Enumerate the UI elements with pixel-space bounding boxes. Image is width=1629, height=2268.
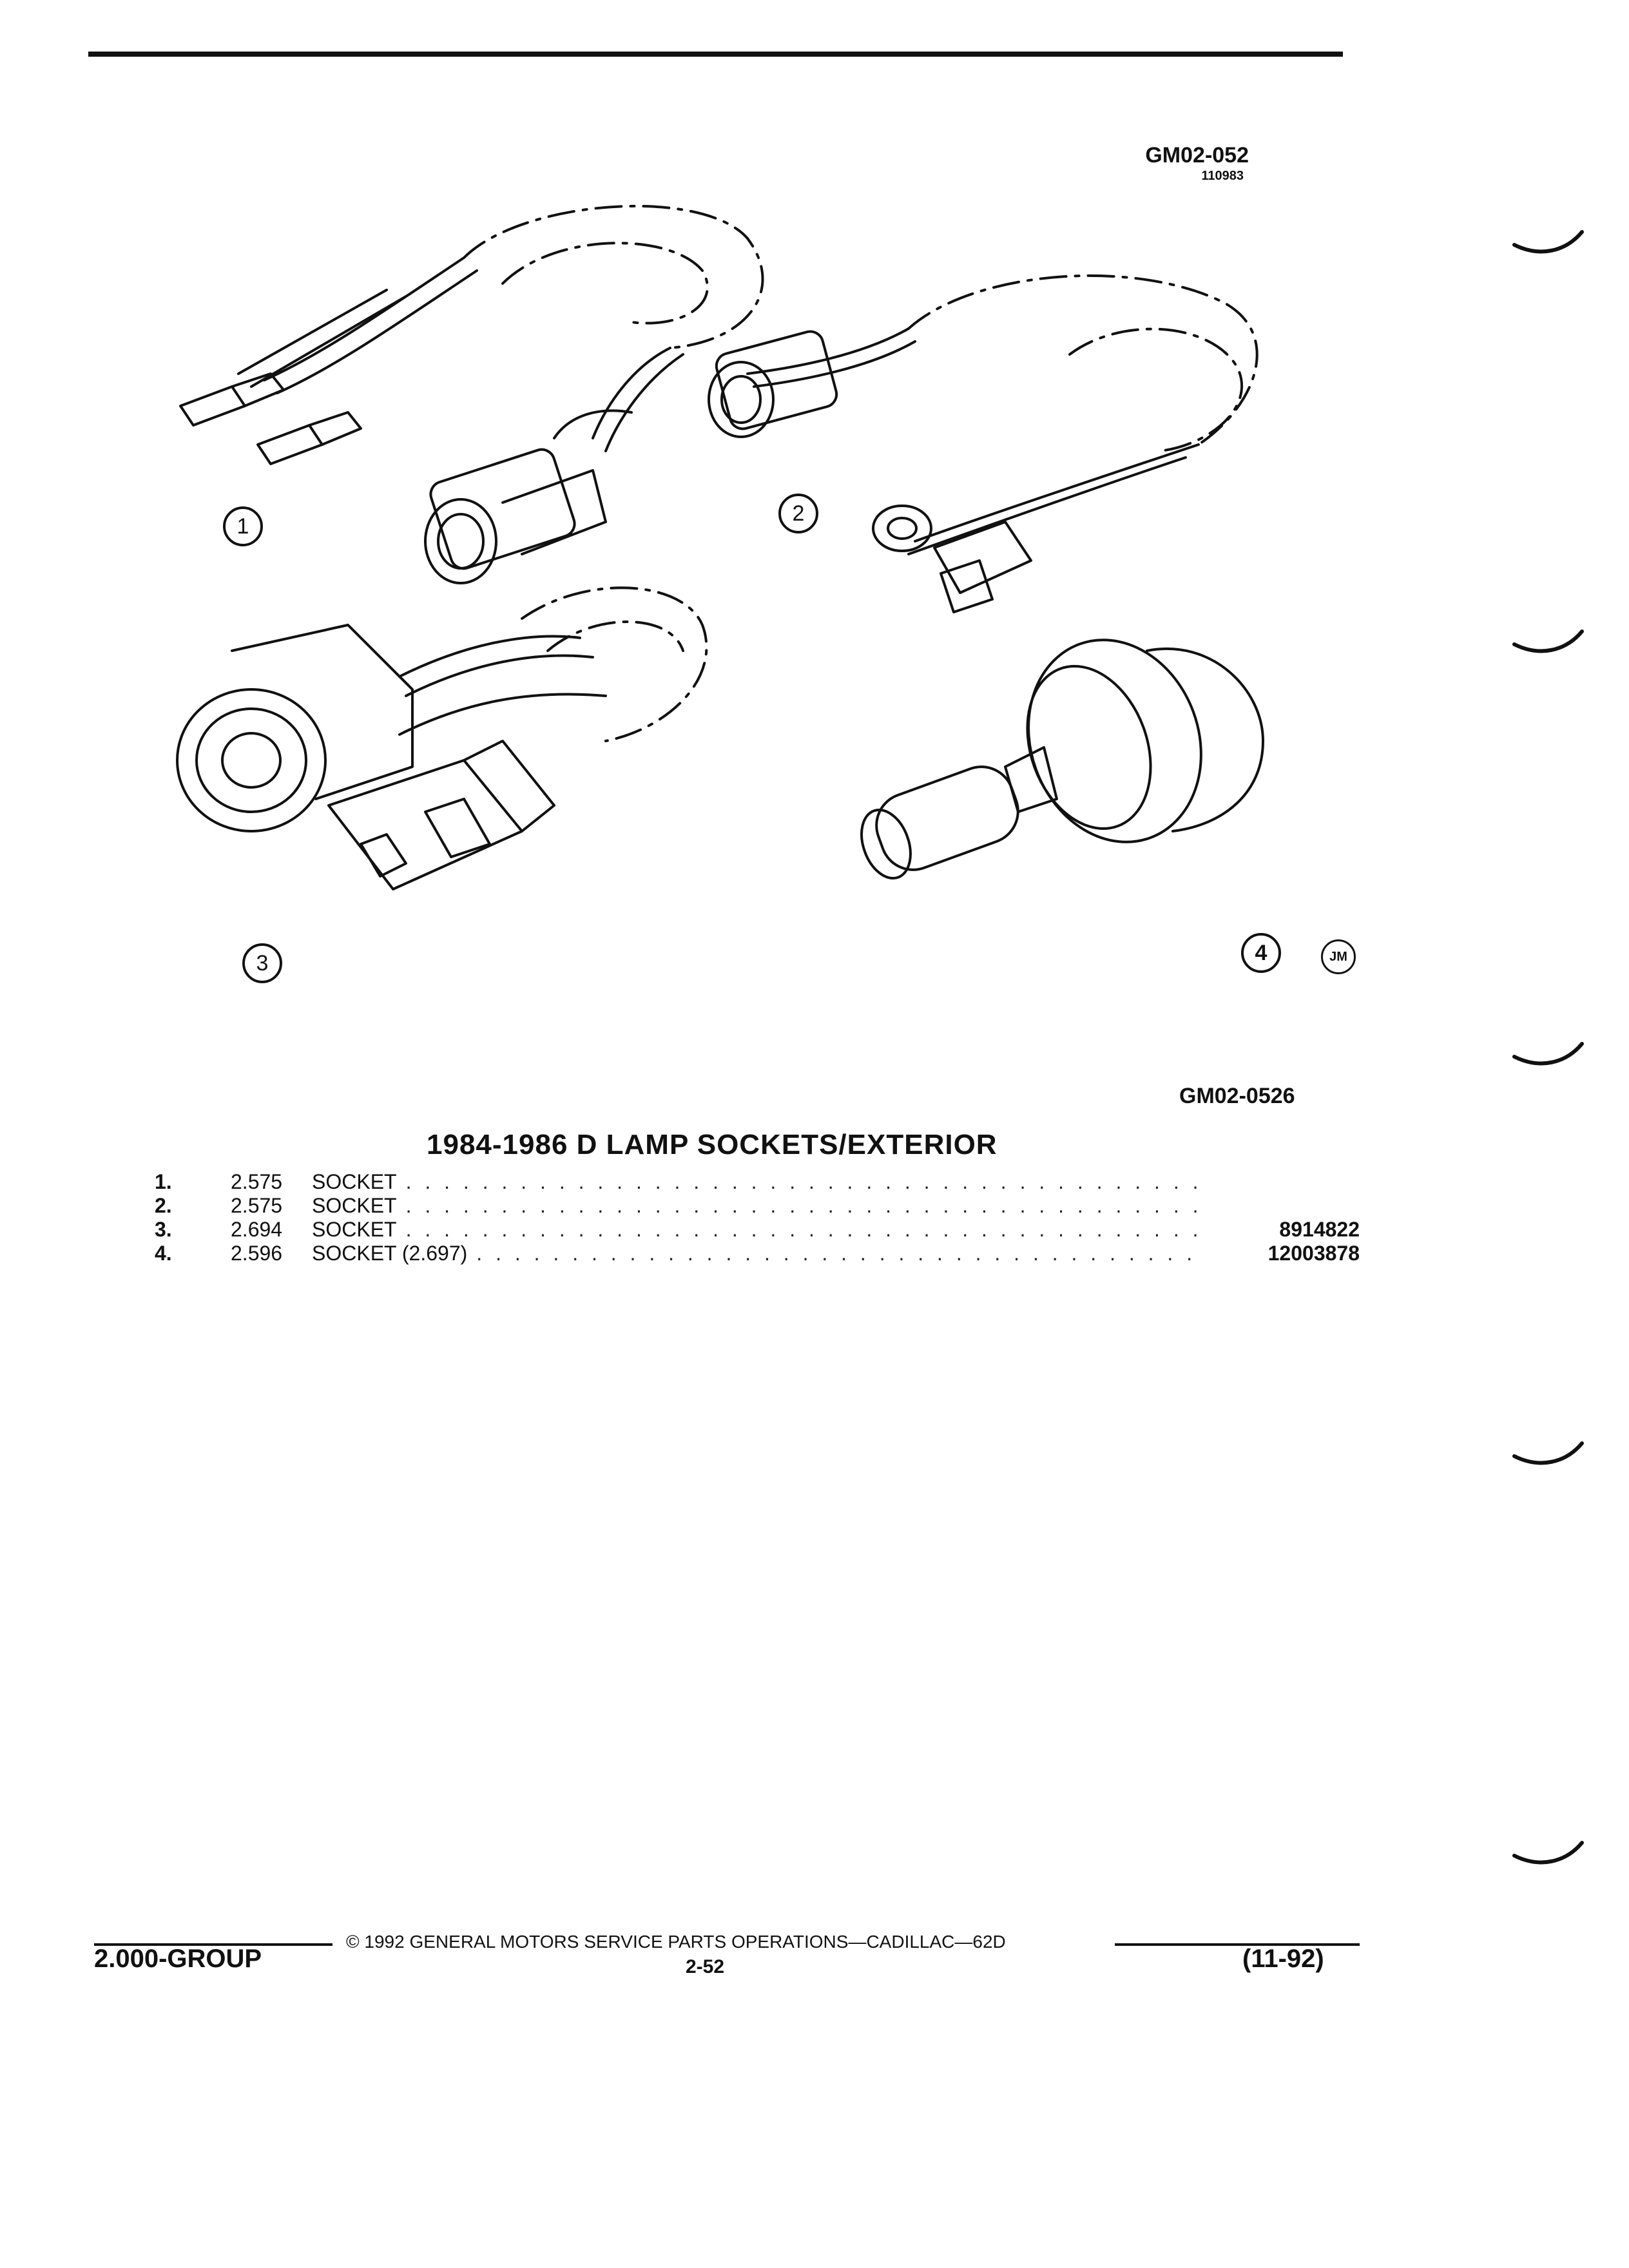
callout-1: 1 [223,506,263,546]
socket-2-drawing [708,274,1258,613]
socket-1-drawing [179,204,764,584]
part-ref: 2.575 [231,1194,283,1217]
leader-dots: . . . . . . . . . . . . . . . . . . . . … [405,1194,1205,1217]
page-number: 2-52 [686,1956,725,1977]
leader-dots: . . . . . . . . . . . . . . . . . . . . … [476,1242,1205,1265]
leader-dots: . . . . . . . . . . . . . . . . . . . . … [405,1218,1205,1241]
footer-rule-left [94,1943,333,1946]
part-desc: SOCKET (2.697) [312,1242,468,1265]
part-ref: 2.596 [231,1242,283,1265]
part-number: 8914822 [1279,1218,1360,1241]
reference-code: GM02-052 [1145,143,1249,168]
part-index: 4. [155,1242,172,1265]
callout-4: 4 [1241,933,1281,973]
footer-rule-right [1115,1943,1360,1946]
part-desc: SOCKET [312,1170,397,1193]
part-index: 3. [155,1218,172,1241]
part-desc: SOCKET [312,1218,397,1241]
copyright-notice: © 1992 GENERAL MOTORS SERVICE PARTS OPER… [346,1932,1006,1952]
figure-code: GM02-0526 [1179,1084,1295,1108]
part-number: 12003878 [1268,1242,1360,1265]
page-title: 1984-1986 D LAMP SOCKETS/EXTERIOR [427,1129,998,1160]
socket-4-drawing [860,639,1264,880]
table-row: 1. 2.575 SOCKET . . . . . . . . . . . . … [155,1170,1360,1194]
group-label: 2.000-GROUP [94,1945,262,1973]
binder-marks [1512,230,1584,1865]
part-ref: 2.694 [231,1218,283,1241]
part-ref: 2.575 [231,1170,283,1193]
reference-subcode: 110983 [1201,169,1244,183]
table-row: 4. 2.596 SOCKET (2.697) . . . . . . . . … [155,1242,1360,1265]
top-rule [88,52,1343,57]
socket-3-drawing [176,586,708,890]
part-index: 1. [155,1170,172,1193]
table-row: 2. 2.575 SOCKET . . . . . . . . . . . . … [155,1194,1360,1218]
callout-2: 2 [778,494,818,533]
part-desc: SOCKET [312,1194,397,1217]
callout-3: 3 [242,943,282,983]
parts-list: 1. 2.575 SOCKET . . . . . . . . . . . . … [155,1170,1360,1265]
lamp-sockets-illustration [176,204,1264,890]
part-index: 2. [155,1194,172,1217]
leader-dots: . . . . . . . . . . . . . . . . . . . . … [405,1170,1205,1193]
table-row: 3. 2.694 SOCKET . . . . . . . . . . . . … [155,1218,1360,1242]
revision-date: (11-92) [1242,1945,1324,1973]
artist-mark: JM [1321,939,1356,974]
